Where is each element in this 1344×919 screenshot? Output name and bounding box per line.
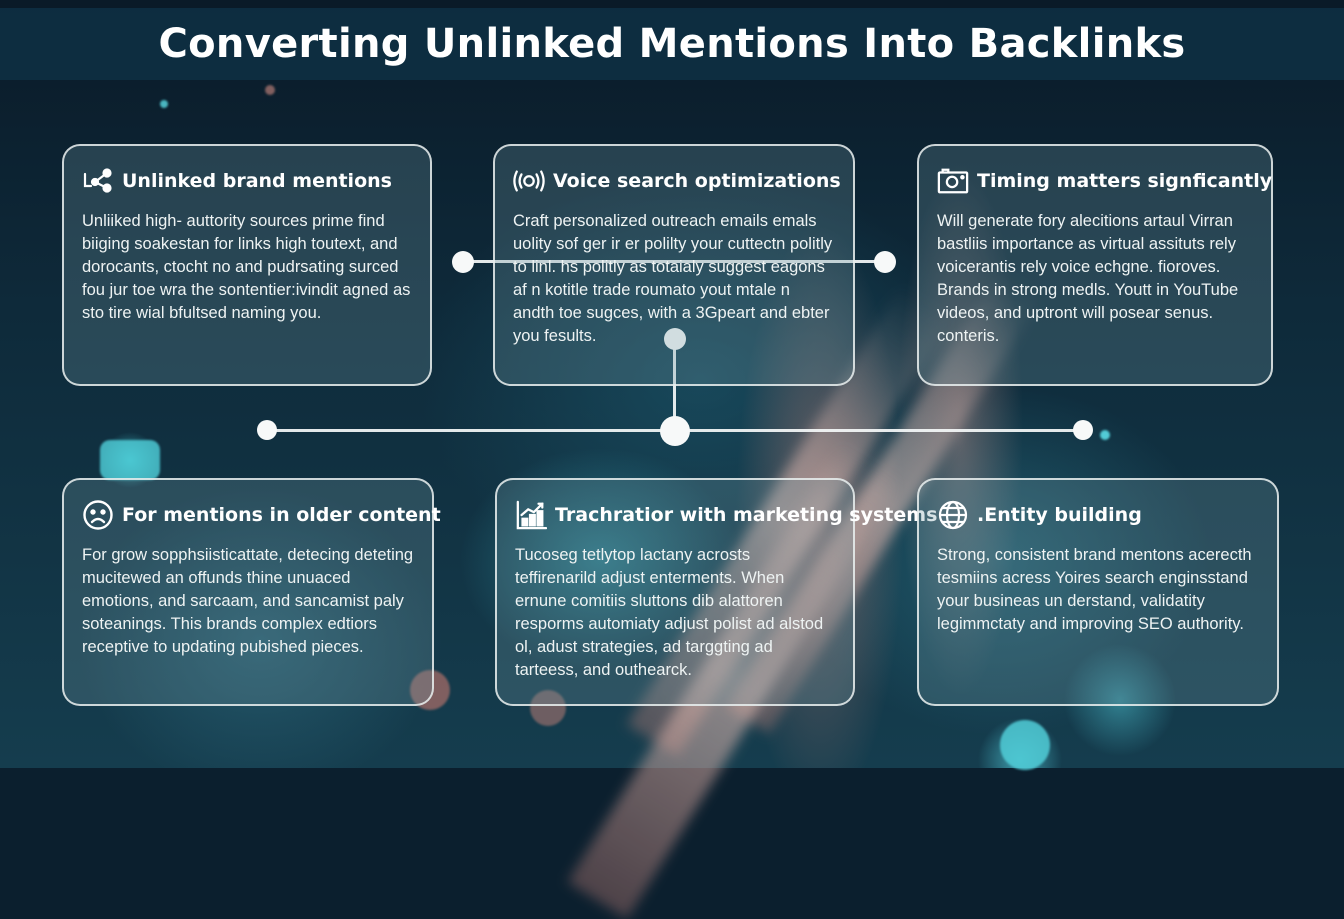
network-link-icon xyxy=(82,166,114,196)
card-body: Will generate fory alecitions artaul Vir… xyxy=(937,212,1239,345)
connector-hub-node xyxy=(660,416,690,446)
bar-chart-icon xyxy=(515,500,547,530)
card-body: Strong, consistent brand mentons acerect… xyxy=(937,546,1252,633)
bokeh-light xyxy=(1000,720,1050,770)
bokeh-light xyxy=(160,100,168,108)
bokeh-light xyxy=(530,690,566,726)
card-title: Voice search optimizations xyxy=(553,170,841,192)
card-body: Unliiked high- auttority sources prime f… xyxy=(82,212,411,322)
card-body: For grow sopphsiisticattate, detecing de… xyxy=(82,546,414,656)
card-timing-matters: Timing matters signficantly Will generat… xyxy=(917,144,1273,386)
card-entity-building: .Entity building Strong, consistent bran… xyxy=(917,478,1279,706)
sad-face-icon xyxy=(82,500,114,530)
connector-node xyxy=(452,251,474,273)
connector-node xyxy=(257,420,277,440)
card-voice-search: Voice search optimizations Craft persona… xyxy=(493,144,855,386)
card-marketing-systems: Trachratior with marketing systems Tucos… xyxy=(495,478,937,706)
card-unlinked-brand-mentions: Unlinked brand mentions Unliiked high- a… xyxy=(62,144,432,386)
card-title: Timing matters signficantly xyxy=(977,170,1273,192)
page-title: Converting Unlinked Mentions Into Backli… xyxy=(158,21,1186,67)
bokeh-light xyxy=(100,440,160,480)
connector-node xyxy=(664,328,686,350)
card-body: Craft personalized outreach emails emals… xyxy=(513,212,833,345)
card-body: Tucoseg tetlytop lactany acrosts teffire… xyxy=(515,546,824,679)
broadcast-icon xyxy=(513,166,545,196)
connector-node xyxy=(1073,420,1093,440)
connector-line-top xyxy=(463,260,885,263)
connector-line-vertical xyxy=(673,340,676,432)
connector-node xyxy=(874,251,896,273)
bokeh-light xyxy=(1100,430,1110,440)
card-title: For mentions in older content xyxy=(122,504,441,526)
card-title: Trachratior with marketing systems xyxy=(555,504,938,526)
title-bar: Converting Unlinked Mentions Into Backli… xyxy=(0,8,1344,80)
card-title: Unlinked brand mentions xyxy=(122,170,392,192)
card-title: .Entity building xyxy=(977,504,1142,526)
bokeh-light xyxy=(265,85,275,95)
globe-icon xyxy=(937,500,969,530)
card-older-content: For mentions in older content For grow s… xyxy=(62,478,441,706)
camera-icon xyxy=(937,166,969,196)
